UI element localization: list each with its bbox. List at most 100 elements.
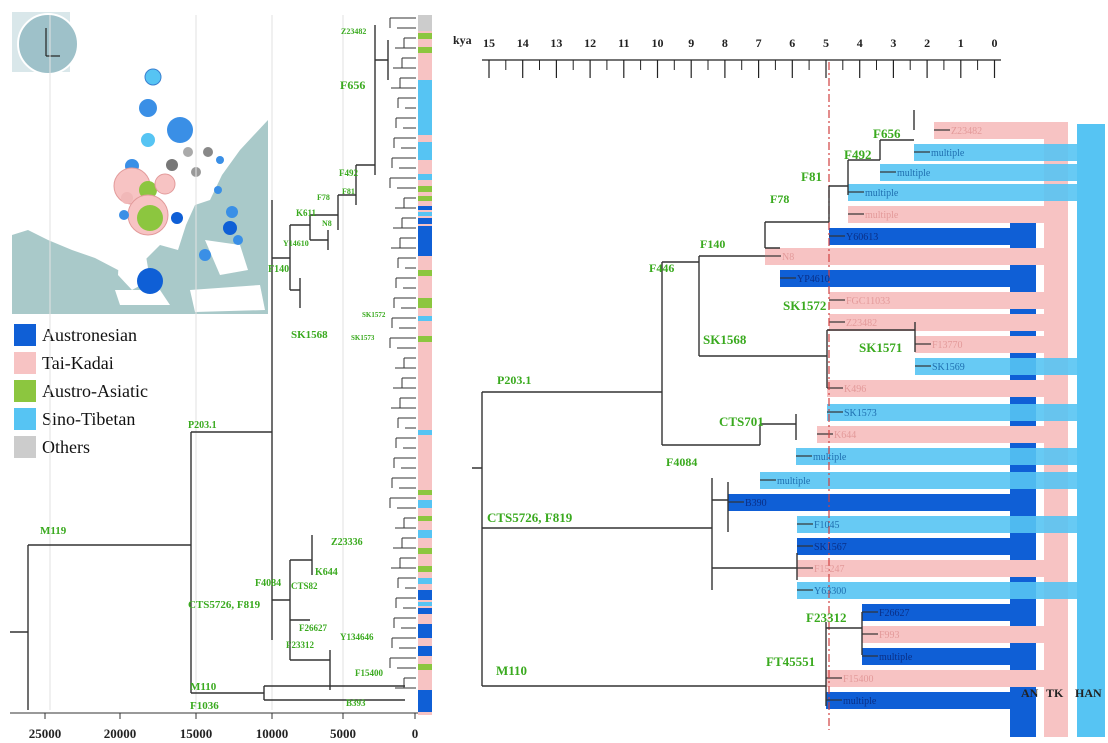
legend-swatch (14, 436, 36, 458)
left-population-strip (418, 15, 432, 712)
left-node-label-f78: F78 (317, 193, 330, 202)
right-axis-tick-label: 9 (688, 36, 694, 50)
left-node-label-sk1568: SK1568 (291, 329, 328, 341)
leaf-bar (829, 314, 1068, 331)
left-strip-segment (418, 608, 432, 614)
left-axis-tick-label: 0 (412, 726, 419, 741)
right-node-label-f81: F81 (801, 169, 822, 184)
right-tree-node-labels: F656F492F81F78F140F446SK1572SK1568SK1571… (487, 126, 902, 678)
right-axis-unit: kya (453, 33, 472, 47)
legend-swatch (14, 380, 36, 402)
right-axis-tick-label: 13 (550, 36, 562, 50)
leaf-label: multiple (813, 452, 847, 463)
left-strip-segment (418, 316, 432, 321)
right-node-label-f23312: F23312 (806, 610, 846, 625)
left-tree-branches (10, 25, 405, 710)
leaf-bar (829, 228, 1036, 245)
leaf-bar (862, 626, 1068, 643)
left-strip-segment (418, 298, 432, 308)
right-node-label-f78: F78 (770, 192, 789, 206)
legend-label: Austronesian (42, 325, 137, 345)
right-node-label-ft45551: FT45551 (766, 654, 815, 669)
left-node-label-f23312: F23312 (286, 640, 314, 650)
left-node-label-f4084: F4084 (255, 578, 281, 589)
right-node-label-sk1572: SK1572 (783, 298, 826, 313)
right-node-label-p2031: P203.1 (497, 373, 531, 387)
legend-label: Others (42, 437, 90, 457)
leaf-label: N8 (782, 252, 794, 263)
right-node-label-f4084: F4084 (666, 455, 697, 469)
left-node-label-m110: M110 (190, 681, 217, 693)
right-axis-tick-label: 15 (483, 36, 495, 50)
left-node-label-b393: B393 (346, 698, 366, 708)
left-node-label-f26627: F26627 (299, 623, 327, 633)
right-axis-tick-label: 1 (958, 36, 964, 50)
left-strip-segment (418, 174, 432, 180)
left-axis-tick-label: 5000 (330, 726, 356, 741)
right-axis-tick-label: 12 (584, 36, 596, 50)
right-node-label-sk1568: SK1568 (703, 332, 747, 347)
left-node-label-z23336: Z23336 (331, 537, 363, 548)
column-label-tk: TK (1046, 686, 1064, 700)
left-node-label-k611: K611 (296, 208, 317, 218)
right-axis-tick-label: 2 (924, 36, 930, 50)
left-strip-segment (418, 47, 432, 53)
left-strip-segment (418, 33, 432, 39)
legend-swatch (14, 352, 36, 374)
leaf-bar (780, 270, 1036, 287)
leaf-label: multiple (865, 210, 899, 221)
legend-label: Tai-Kadai (42, 353, 114, 373)
left-strip-segment (418, 646, 432, 656)
right-node-label-sk1571: SK1571 (859, 340, 902, 355)
right-axis-tick-label: 14 (517, 36, 529, 50)
legend-label: Sino-Tibetan (42, 409, 135, 429)
left-strip-segment (418, 212, 432, 216)
leaf-label: multiple (931, 148, 965, 159)
legend-swatch (14, 408, 36, 430)
leaf-bar (880, 164, 1105, 181)
map-inset (12, 12, 268, 314)
left-node-label-p2031: P203.1 (188, 420, 217, 431)
legend-swatch (14, 324, 36, 346)
right-node-label-f446: F446 (649, 261, 674, 275)
left-node-label-f15400: F15400 (355, 668, 383, 678)
left-node-label-z23482: Z23482 (341, 27, 366, 36)
right-axis-tick-label: 4 (857, 36, 863, 50)
left-node-label-f492: F492 (339, 168, 358, 178)
right-node-label-f140: F140 (700, 237, 725, 251)
left-strip-segment (418, 430, 432, 435)
leaf-bar (765, 248, 1068, 265)
leaf-bar (760, 472, 1105, 489)
right-leaf-labels: Z23482multiplemultiplemultiplemultipleY6… (745, 126, 982, 707)
legend-label: Austro-Asiatic (42, 381, 148, 401)
left-node-label-k644: K644 (315, 567, 338, 578)
leaf-label: YP4610 (797, 274, 830, 285)
leaf-bar (797, 516, 1105, 533)
leaf-label: SK1567 (814, 542, 847, 553)
left-strip-segment (418, 186, 432, 192)
leaf-bar (826, 692, 1036, 709)
leaf-label: F13770 (932, 340, 963, 351)
left-strip-segment (418, 690, 432, 712)
legend: AustronesianTai-KadaiAustro-AsiaticSino-… (14, 324, 148, 458)
left-node-label-y134646: Y134646 (340, 632, 374, 642)
leaf-label: K644 (834, 430, 856, 441)
leaf-label: Z23482 (846, 318, 877, 329)
left-node-label-y14610: Y14610 (283, 239, 309, 248)
leaf-bar (817, 426, 1068, 443)
right-tree-panel: Z23482multiplemultiplemultiplemultipleY6… (453, 33, 1105, 737)
leaf-bar (797, 560, 1068, 577)
left-node-label-f140: F140 (268, 264, 289, 275)
left-node-label-f81: F81 (342, 187, 355, 196)
right-axis-tick-label: 8 (722, 36, 728, 50)
leaf-bar (797, 582, 1105, 599)
left-tree-twigs (389, 17, 416, 689)
left-node-label-m119: M119 (40, 525, 67, 537)
right-axis-tick-label: 3 (890, 36, 896, 50)
left-strip-segment (418, 602, 432, 606)
right-node-label-f656: F656 (873, 126, 901, 141)
left-strip-segment (418, 500, 432, 508)
leaf-bar (829, 292, 1068, 309)
